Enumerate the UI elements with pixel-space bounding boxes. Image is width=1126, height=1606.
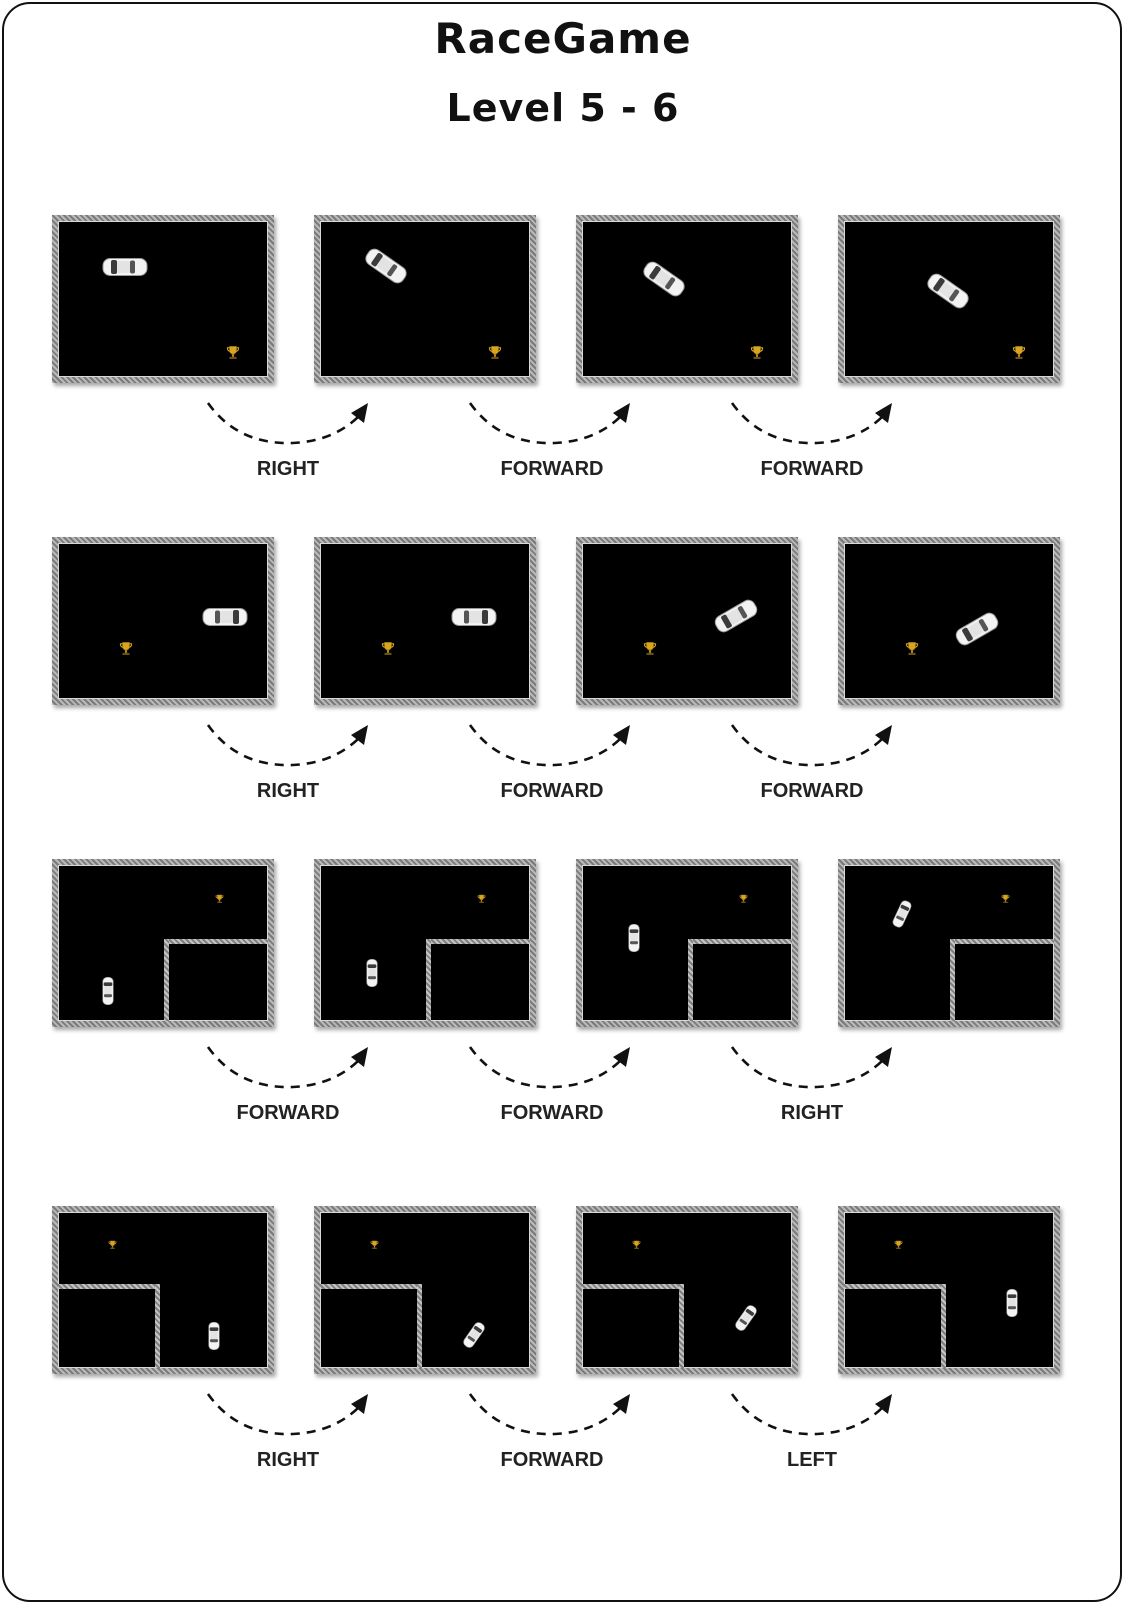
action-label: RIGHT (178, 1449, 398, 1472)
trophy-icon (750, 345, 764, 364)
car-icon (890, 898, 913, 929)
curved-dashed-arrow-icon (722, 1039, 902, 1099)
game-board (576, 215, 798, 383)
curved-dashed-arrow-icon (460, 1386, 640, 1446)
curved-dashed-arrow-icon (198, 717, 378, 777)
game-board (314, 1206, 536, 1374)
car-icon (461, 1320, 488, 1350)
level-title: Level 5 - 6 (0, 86, 1126, 130)
action-label: FORWARD (702, 458, 922, 481)
game-title: RaceGame (0, 14, 1126, 63)
car-icon (711, 596, 761, 636)
trophy-icon (905, 641, 919, 660)
action-label: FORWARD (442, 780, 662, 803)
trophy-icon (1012, 345, 1026, 364)
wall (950, 939, 955, 1021)
car-icon (733, 1303, 760, 1333)
trophy-icon (477, 889, 486, 908)
game-board (838, 859, 1060, 1027)
wall (582, 1284, 684, 1289)
car-icon (952, 609, 1002, 649)
game-board (314, 215, 536, 383)
game-board (576, 859, 798, 1027)
wall (426, 939, 530, 944)
wall (950, 939, 1054, 944)
wall (164, 939, 169, 1021)
wall (58, 1284, 160, 1289)
wall (164, 939, 268, 944)
game-board (52, 1206, 274, 1374)
car-icon (208, 1322, 220, 1351)
wall (688, 939, 693, 1021)
trophy-icon (894, 1235, 903, 1254)
game-board (314, 859, 536, 1027)
trophy-icon (643, 641, 657, 660)
trophy-icon (488, 345, 502, 364)
action-label: FORWARD (442, 1102, 662, 1125)
game-board (52, 537, 274, 705)
curved-dashed-arrow-icon (198, 1386, 378, 1446)
car-icon (639, 258, 688, 301)
curved-dashed-arrow-icon (460, 717, 640, 777)
game-board (838, 1206, 1060, 1374)
car-icon (628, 924, 640, 953)
curved-dashed-arrow-icon (722, 1386, 902, 1446)
wall (320, 1284, 422, 1289)
wall (688, 939, 792, 944)
trophy-icon (226, 345, 240, 364)
game-board (576, 1206, 798, 1374)
trophy-icon (119, 641, 133, 660)
action-label: RIGHT (178, 780, 398, 803)
wall (426, 939, 431, 1021)
trophy-icon (215, 889, 224, 908)
game-board (52, 859, 274, 1027)
action-label: RIGHT (178, 458, 398, 481)
wall (679, 1284, 684, 1368)
game-board (52, 215, 274, 383)
game-board (314, 537, 536, 705)
car-icon (202, 607, 248, 627)
car-icon (102, 257, 148, 277)
game-board (838, 215, 1060, 383)
trophy-icon (1001, 889, 1010, 908)
wall (417, 1284, 422, 1368)
action-label: FORWARD (442, 458, 662, 481)
curved-dashed-arrow-icon (722, 717, 902, 777)
curved-dashed-arrow-icon (460, 1039, 640, 1099)
action-label: FORWARD (702, 780, 922, 803)
car-icon (1006, 1289, 1018, 1318)
curved-dashed-arrow-icon (198, 1039, 378, 1099)
game-board (838, 537, 1060, 705)
curved-dashed-arrow-icon (722, 395, 902, 455)
car-icon (361, 245, 410, 288)
action-label: RIGHT (702, 1102, 922, 1125)
action-label: FORWARD (442, 1449, 662, 1472)
trophy-icon (370, 1235, 379, 1254)
wall (844, 1284, 946, 1289)
game-board (576, 537, 798, 705)
car-icon (366, 959, 378, 988)
trophy-icon (108, 1235, 117, 1254)
action-label: FORWARD (178, 1102, 398, 1125)
wall (941, 1284, 946, 1368)
car-icon (102, 977, 114, 1006)
action-label: LEFT (702, 1449, 922, 1472)
car-icon (451, 607, 497, 627)
curved-dashed-arrow-icon (460, 395, 640, 455)
trophy-icon (632, 1235, 641, 1254)
curved-dashed-arrow-icon (198, 395, 378, 455)
trophy-icon (381, 641, 395, 660)
trophy-icon (739, 889, 748, 908)
wall (155, 1284, 160, 1368)
car-icon (923, 270, 972, 313)
